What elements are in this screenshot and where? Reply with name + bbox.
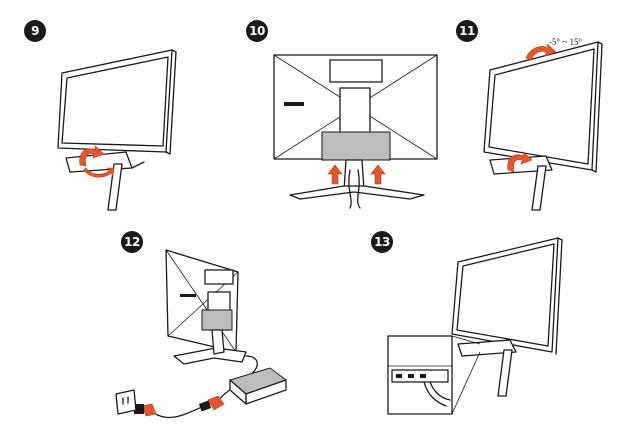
tilt-range-label: -5° ~ 15° [549,37,583,47]
step-badge-12: 12 [121,231,143,253]
step-12-monitor-rear [165,249,247,365]
step-badge-9: 9 [24,20,46,42]
step-10-monitor-rear [273,54,438,209]
rotate-arrow-icon [79,145,115,178]
step-13-monitor [451,237,563,397]
up-arrow-icon [327,164,386,185]
rotate-arrow-icon [507,43,557,173]
step-11-monitor [483,41,603,211]
power-adapter [149,355,288,419]
step-13-detail-inset [387,335,481,415]
power-plug-icon [134,395,225,417]
step-badge-10: 10 [246,20,268,42]
step-9-monitor [57,49,177,211]
step-badge-11: 11 [456,20,478,42]
wall-outlet-icon [115,389,137,415]
step-badge-13: 13 [371,231,393,253]
